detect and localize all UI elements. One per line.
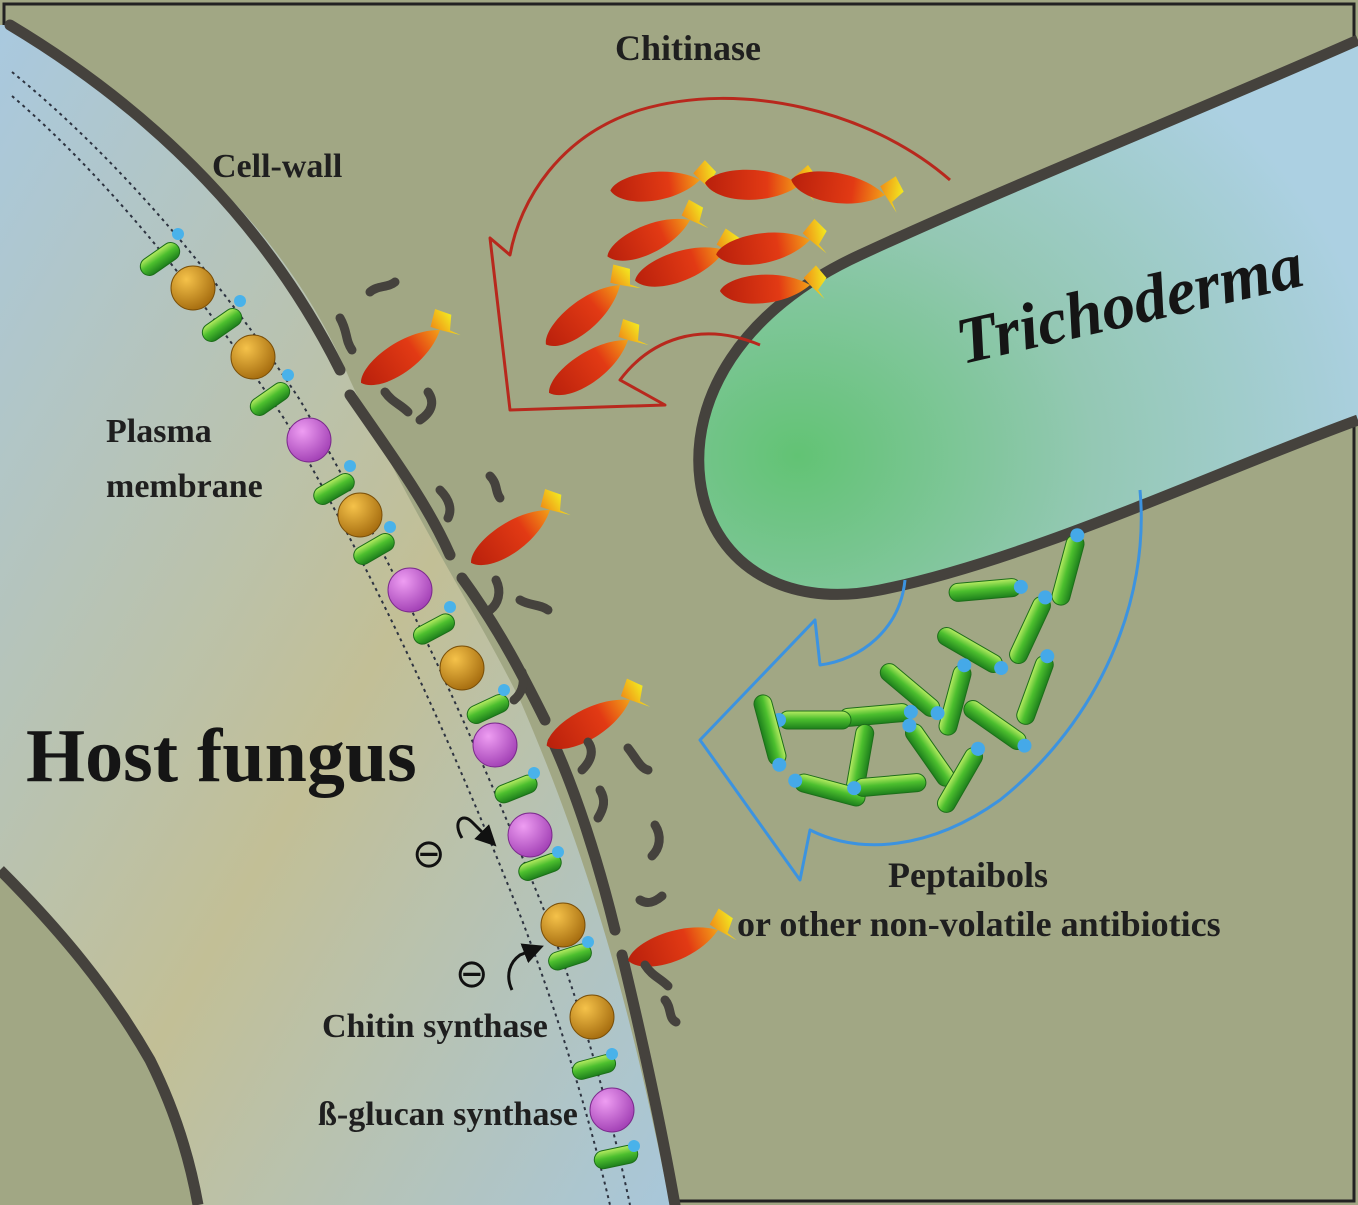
- peptaibol-rod: [772, 711, 851, 729]
- plasma-membrane-label-line1: Plasma: [106, 415, 212, 449]
- inhibition-minus-icon: ⊖: [455, 954, 489, 994]
- chitinase-label: Chitinase: [615, 30, 761, 66]
- glucan-synthase-label: ß-glucan synthase: [318, 1098, 578, 1132]
- host-fungus-label: Host fungus: [26, 718, 417, 794]
- cell-wall-label: Cell-wall: [212, 150, 342, 184]
- plasma-membrane-label-line2: membrane: [106, 470, 263, 504]
- peptaibols-label-line2: or other non-volatile antibiotics: [737, 906, 1221, 942]
- peptaibols-label-line1: Peptaibols: [888, 857, 1048, 893]
- inhibition-minus-icon: ⊖: [412, 834, 446, 874]
- chitin-synthase-label: Chitin synthase: [322, 1010, 548, 1044]
